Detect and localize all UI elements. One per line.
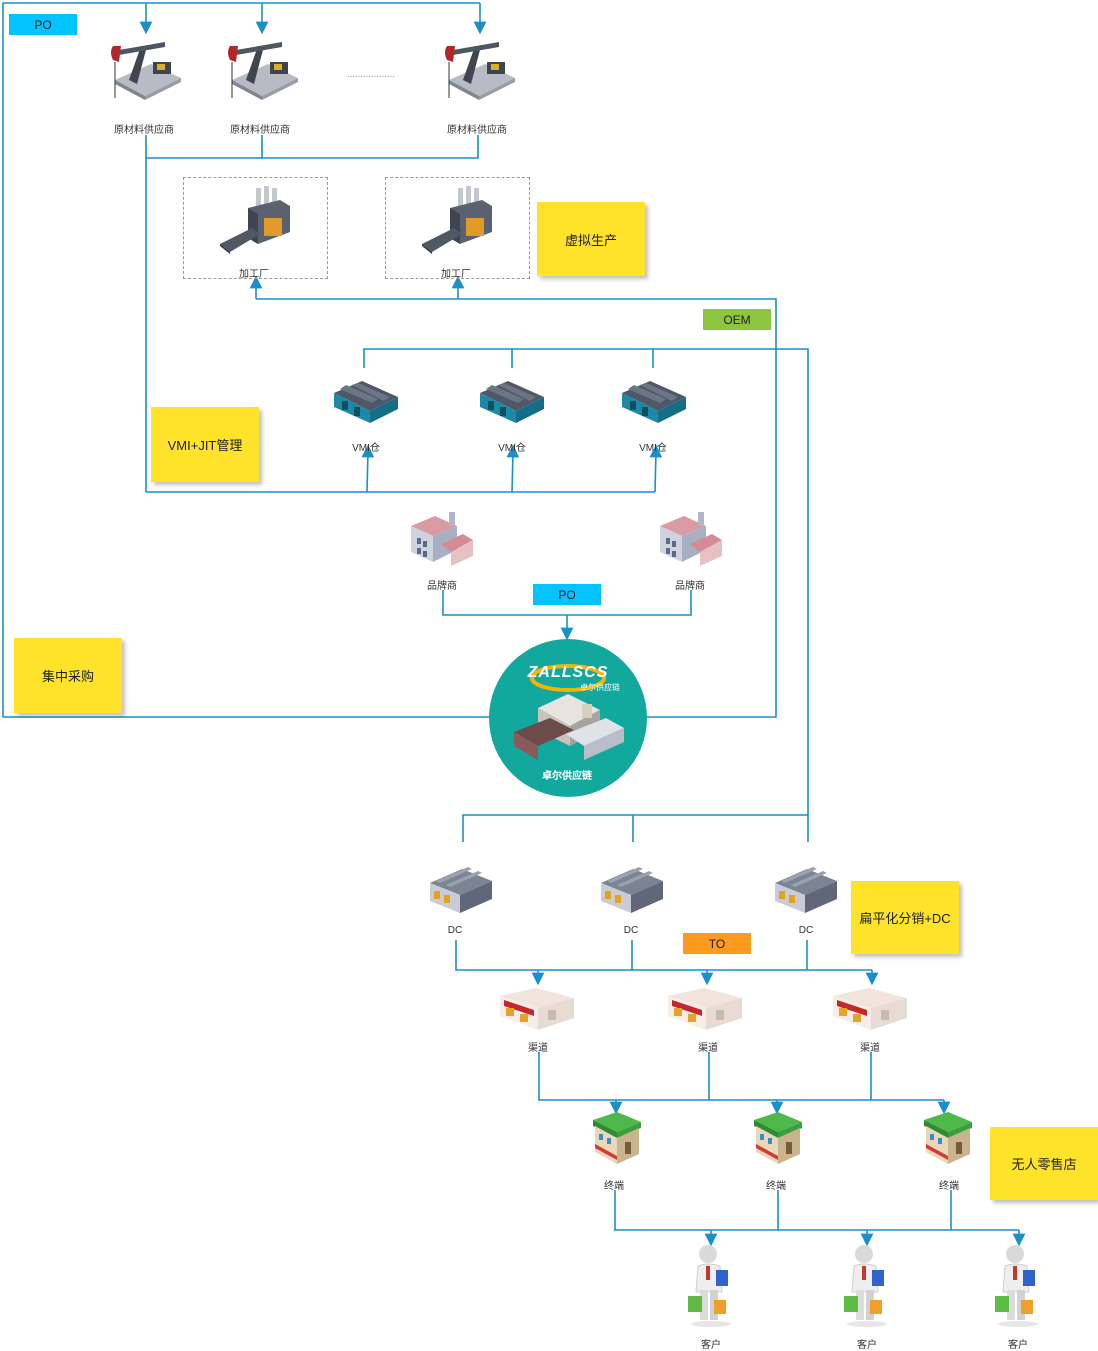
shop-icon xyxy=(500,988,574,1030)
supplier-collector-line xyxy=(145,135,479,492)
arrow-vmi-1 xyxy=(361,444,375,493)
terminal-bottom-line xyxy=(614,1190,1019,1231)
warehouse-icon xyxy=(334,381,398,423)
terminal-label: 终端 xyxy=(604,1181,624,1192)
supplier-ellipsis: ·················· xyxy=(347,72,395,81)
factory-icon xyxy=(422,186,492,254)
warehouse-icon xyxy=(480,381,544,423)
building-icon xyxy=(411,512,473,566)
vmi-label: VMI仓 xyxy=(639,443,667,454)
customer-icon xyxy=(995,1245,1038,1327)
shop-icon xyxy=(833,988,907,1030)
oil-pump-icon xyxy=(111,42,181,100)
customer-label: 客户 xyxy=(1008,1340,1028,1351)
note-virtual-production: 虚拟生产 xyxy=(537,202,645,276)
arrow-vmi-3 xyxy=(649,444,663,493)
note-central-purchase: 集中采购 xyxy=(14,638,122,713)
po-tag: PO xyxy=(9,14,77,35)
factory-label: 加工厂 xyxy=(441,269,471,280)
zallscs-hub-logo xyxy=(489,639,647,797)
shop-icon xyxy=(668,988,742,1030)
channel-label: 渠道 xyxy=(860,1043,880,1054)
oem-tag: OEM xyxy=(703,309,771,330)
supplier-label: 原材料供应商 xyxy=(114,125,174,136)
store-icon xyxy=(593,1112,641,1164)
supplier-label: 原材料供应商 xyxy=(230,125,290,136)
note-flat-distribution: 扁平化分销+DC xyxy=(851,881,959,954)
building-icon xyxy=(660,512,722,566)
vmi-top-line xyxy=(363,348,809,842)
store-icon xyxy=(754,1112,802,1164)
dc-label: DC xyxy=(798,925,814,936)
distribution-center-icon xyxy=(430,867,492,913)
factory-label: 加工厂 xyxy=(239,269,269,280)
factory-icon xyxy=(220,186,290,254)
oil-pump-icon xyxy=(228,42,298,100)
brand-label: 品牌商 xyxy=(675,581,705,592)
hub-name: 卓尔供应链 xyxy=(542,771,592,782)
dc-top-line xyxy=(462,814,808,842)
distribution-center-icon xyxy=(775,867,837,913)
customer-label: 客户 xyxy=(857,1340,877,1351)
arrow-vmi-2 xyxy=(506,444,520,493)
central-purchase-line xyxy=(2,2,490,718)
warehouse-icon xyxy=(622,381,686,423)
customer-icon xyxy=(844,1245,887,1327)
po-tag: PO xyxy=(533,584,601,605)
terminal-label: 终端 xyxy=(939,1181,959,1192)
vmi-label: VMI仓 xyxy=(352,443,380,454)
dc-bottom-line xyxy=(455,940,872,971)
to-tag: TO xyxy=(683,933,751,954)
dc-label: DC xyxy=(623,925,639,936)
customer-label: 客户 xyxy=(701,1340,721,1351)
terminal-label: 终端 xyxy=(766,1181,786,1192)
vmi-label: VMI仓 xyxy=(498,443,526,454)
channel-label: 渠道 xyxy=(698,1043,718,1054)
oil-pump-icon xyxy=(445,42,515,100)
supplier-label: 原材料供应商 xyxy=(447,125,507,136)
channel-bottom-line xyxy=(538,1052,944,1101)
hub-logo-text: ZALLSCS xyxy=(527,664,609,681)
oem-line xyxy=(256,298,777,718)
channel-label: 渠道 xyxy=(528,1043,548,1054)
store-icon xyxy=(924,1112,972,1164)
hub-logo-cn: 卓尔供应链 xyxy=(580,683,620,692)
brand-label: 品牌商 xyxy=(427,581,457,592)
distribution-center-icon xyxy=(601,867,663,913)
note-unmanned-retail: 无人零售店 xyxy=(990,1127,1098,1200)
customer-icon xyxy=(688,1245,731,1327)
dc-label: DC xyxy=(447,925,463,936)
note-vmi-jit: VMI+JIT管理 xyxy=(151,407,259,482)
